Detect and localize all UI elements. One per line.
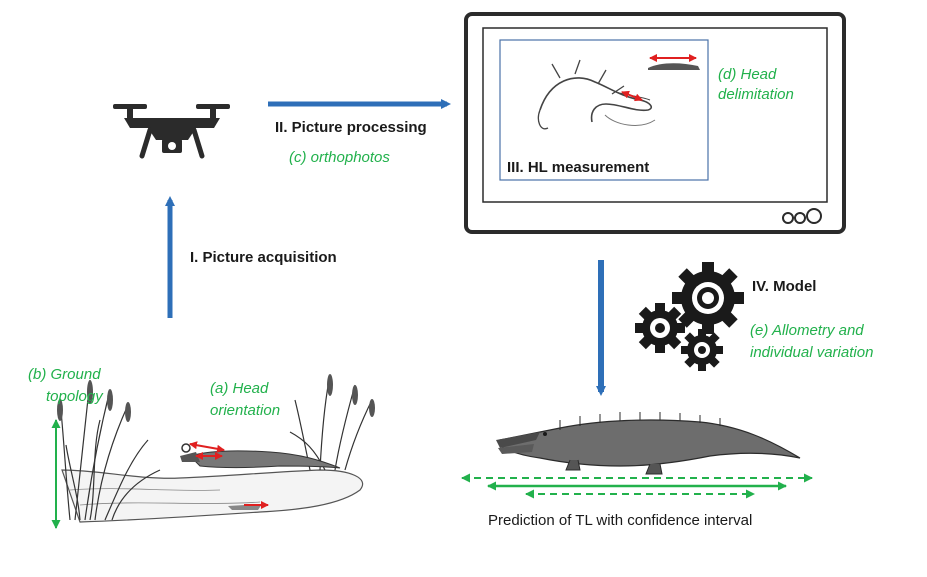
- swamp-scene: [51, 374, 375, 529]
- note-head-delimitation-line2: delimitation: [718, 86, 794, 103]
- step-measurement-label: III. HL measurement: [507, 159, 650, 176]
- step-processing-label: II. Picture processing: [275, 119, 427, 136]
- note-ground-topology-line1: (b) Ground: [28, 366, 101, 383]
- note-ground-topology-line2: topology: [46, 388, 103, 405]
- note-orthophotos: (c) orthophotos: [289, 149, 390, 166]
- prediction-caption: Prediction of TL with confidence interva…: [488, 512, 753, 529]
- note-head-delimitation-line1: (d) Head: [718, 66, 777, 83]
- note-head-orientation-line2: orientation: [210, 402, 281, 419]
- drone-icon: [113, 104, 230, 159]
- confidence-interval: [461, 473, 813, 499]
- head-measure-arrow: [621, 90, 643, 102]
- step-model-label: IV. Model: [752, 278, 817, 295]
- gears-icon: [635, 262, 744, 371]
- note-allometry-line2: individual variation: [750, 344, 874, 361]
- flow-arrows: [165, 99, 606, 396]
- note-allometry-line1: (e) Allometry and: [750, 322, 864, 339]
- orthophoto-frame: [499, 39, 709, 181]
- orientation-arrow-1: [189, 441, 225, 453]
- crocodile-illustration: [496, 412, 801, 475]
- note-head-orientation-line1: (a) Head: [210, 380, 269, 397]
- step-acquisition-label: I. Picture acquisition: [190, 249, 337, 266]
